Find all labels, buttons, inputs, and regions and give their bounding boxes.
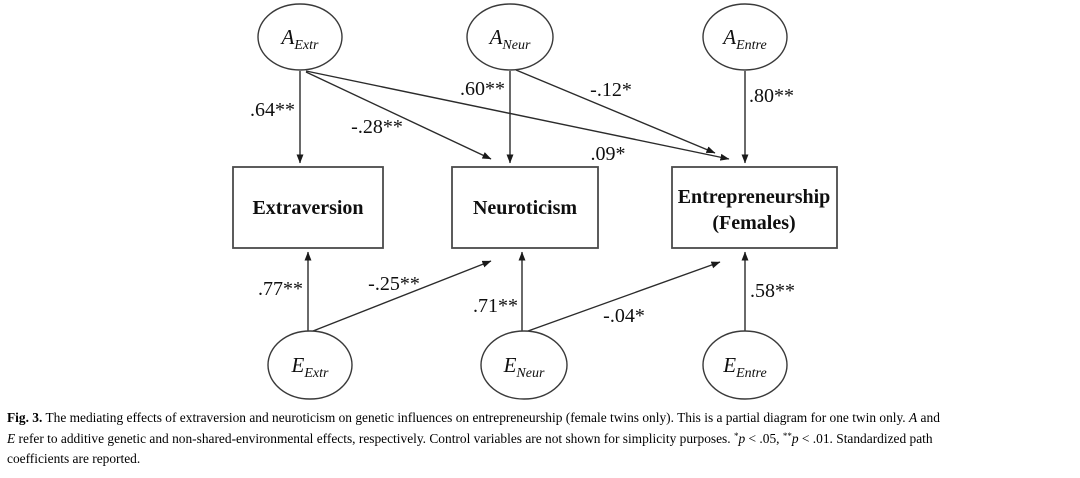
latent-node-a-neur — [466, 3, 554, 71]
coef-a-neur-to-neuroticism: .60** — [460, 78, 505, 100]
coef-e-entre-to-entrepreneurship: .58** — [750, 280, 795, 302]
coef-a-neur-to-entrepreneurship: -.12* — [590, 79, 632, 101]
latent-node-a-extr — [257, 3, 343, 71]
coef-a-entre-to-entrepreneurship: .80** — [749, 85, 794, 107]
arrow-e-neur-to-entrepreneurship — [527, 261, 721, 332]
arrow-a-neur-to-entrepreneurship — [515, 69, 716, 154]
coef-e-extr-to-extraversion: .77** — [258, 278, 303, 300]
latent-node-a-entre — [702, 3, 788, 71]
figure-caption: Fig. 3. The mediating effects of extrave… — [7, 410, 940, 466]
path-diagram: AExtr ANeur AEntre EExtr ENeur EEntre Ex… — [232, 3, 838, 400]
label-a-neur: ANeur — [488, 25, 531, 53]
arrow-a-extr-to-neuroticism — [305, 71, 492, 160]
coef-a-extr-to-neuroticism: -.28** — [351, 116, 403, 138]
label-a-entre: AEntre — [721, 25, 766, 53]
label-extraversion: Extraversion — [252, 197, 363, 219]
label-entrepreneurship-line1: Entrepreneurship — [678, 186, 831, 208]
coef-a-extr-to-extraversion: .64** — [250, 99, 295, 121]
latent-node-e-neur — [480, 330, 568, 400]
label-neuroticism: Neuroticism — [473, 197, 577, 219]
observed-node-entrepreneurship — [671, 166, 838, 249]
arrow-a-extr-to-entrepreneurship — [305, 70, 730, 161]
latent-node-e-entre — [702, 330, 788, 400]
arrow-e-extr-to-neuroticism — [312, 260, 492, 332]
coef-e-extr-to-neuroticism: -.25** — [368, 273, 420, 295]
label-e-entre: EEntre — [722, 353, 766, 381]
coef-e-neur-to-entrepreneurship: -.04* — [603, 305, 645, 327]
observed-node-extraversion — [232, 166, 384, 249]
coef-e-neur-to-neuroticism: .71** — [473, 295, 518, 317]
label-entrepreneurship-line2: (Females) — [712, 212, 795, 234]
label-e-extr: EExtr — [291, 353, 329, 381]
label-e-neur: ENeur — [503, 353, 545, 381]
latent-node-e-extr — [267, 330, 353, 400]
label-a-extr: AExtr — [280, 25, 319, 53]
observed-node-neuroticism — [451, 166, 599, 249]
figure-caption-label: Fig. 3. — [7, 410, 43, 425]
coef-a-extr-to-entrepreneurship: .09* — [591, 143, 626, 165]
